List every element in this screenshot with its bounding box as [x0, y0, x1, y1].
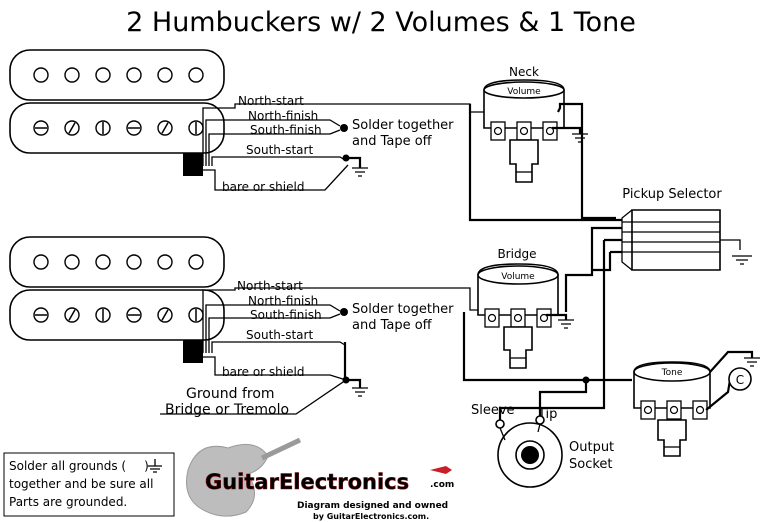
bridge-pot-lugs	[484, 308, 552, 328]
neck-humbucker	[9, 49, 225, 176]
pole-slot	[161, 122, 169, 134]
pole-piece	[126, 67, 142, 83]
bridge-bottom-coil	[9, 289, 225, 341]
pole-piece	[33, 254, 49, 270]
pot-lug-hole	[539, 313, 549, 323]
pole-piece	[95, 67, 111, 83]
pot-lug-hole	[545, 126, 555, 136]
pole-piece	[33, 67, 49, 83]
neck-wires	[202, 103, 492, 191]
capacitor-label: C	[736, 373, 744, 387]
pot-lug-hole	[513, 313, 523, 323]
bridge-solder-note-1: Solder together	[352, 302, 454, 317]
ground-note-box: Solder all grounds () together and be su…	[3, 452, 175, 517]
pot-lug-hole	[519, 126, 529, 136]
bridge-humbucker	[9, 236, 225, 363]
pole-piece	[126, 254, 142, 270]
bridge-south-finish-label: South-finish	[250, 308, 322, 322]
brand-suffix: .com	[430, 480, 454, 490]
pot-lug-hole	[669, 405, 679, 415]
pole-piece	[95, 254, 111, 270]
output-jack: Sleeve Tip Output Socket	[471, 403, 614, 488]
pole-piece	[64, 254, 80, 270]
bridge-north-start-label: North-start	[237, 279, 303, 293]
pole-piece	[188, 254, 204, 270]
bridge-top-coil	[9, 236, 225, 288]
ground-note-2: Bridge or Tremolo	[165, 402, 289, 418]
brand-watermark: GuitarElectronics .com Diagram designed …	[186, 437, 454, 521]
neck-pot-lugs	[490, 121, 558, 141]
neck-solder-note-2: and Tape off	[352, 134, 433, 149]
pot-lug-hole	[493, 126, 503, 136]
brand-line-1: Diagram designed and owned	[297, 501, 448, 511]
note-line-3: Parts are grounded.	[9, 495, 127, 509]
neck-bottom-coil	[9, 102, 225, 154]
brand-arrow-icon	[430, 466, 452, 474]
neck-cable-exit	[183, 153, 203, 176]
pot-lug-hole	[695, 405, 705, 415]
pole-slot	[68, 122, 76, 134]
pole-piece	[188, 67, 204, 83]
selector-label: Pickup Selector	[622, 187, 722, 202]
bridge-pot-name: Volume	[501, 272, 535, 282]
bridge-pot-label: Bridge	[497, 247, 536, 261]
neck-volume-pot: Neck Volume	[483, 65, 588, 183]
neck-north-start-label: North-start	[238, 94, 304, 108]
tone-pot-name: Tone	[661, 368, 683, 378]
note-line-2: together and be sure all	[9, 477, 153, 491]
pot-lug-hole	[643, 405, 653, 415]
tone-pot-lugs	[640, 400, 708, 420]
brand-name: GuitarElectronics	[205, 470, 409, 494]
neck-solder-note-1: Solder together	[352, 118, 454, 133]
output-label-1: Output	[569, 440, 614, 455]
bridge-north-finish-label: North-finish	[248, 294, 318, 308]
signal-wires	[462, 102, 632, 424]
neck-north-finish-label: North-finish	[248, 109, 318, 123]
note-line-1: Solder all grounds ()	[9, 459, 149, 473]
pole-piece	[157, 254, 173, 270]
bridge-bottom-poles	[33, 307, 204, 323]
neck-top-poles	[33, 67, 204, 83]
tone-pot: Tone C	[633, 350, 760, 457]
ground-symbol-icon	[148, 459, 162, 473]
brand-line-2: by GuitarElectronics.com.	[313, 512, 429, 521]
bridge-cable-exit	[183, 340, 203, 363]
pole-slot	[68, 309, 76, 321]
diagram-title: 2 Humbuckers w/ 2 Volumes & 1 Tone	[126, 7, 636, 38]
bridge-volume-pot: Bridge Volume	[477, 247, 574, 369]
neck-south-start-label: South-start	[246, 143, 313, 157]
neck-pot-name: Volume	[507, 87, 541, 97]
pickup-selector: Pickup Selector	[621, 187, 752, 271]
sleeve-label: Sleeve	[471, 403, 515, 418]
bridge-bare-label: bare or shield	[222, 365, 304, 379]
pole-piece	[64, 67, 80, 83]
output-label-2: Socket	[569, 457, 613, 472]
bridge-wires	[160, 287, 486, 415]
neck-pot-label: Neck	[509, 65, 539, 79]
neck-bottom-poles	[33, 120, 204, 136]
pole-slot	[161, 309, 169, 321]
pot-lug-hole	[487, 313, 497, 323]
guitar-silhouette-icon	[186, 443, 269, 517]
neck-south-finish-label: South-finish	[250, 123, 322, 137]
capacitor-symbol	[728, 367, 752, 391]
bridge-south-start-label: South-start	[246, 328, 313, 342]
pole-piece	[157, 67, 173, 83]
neck-bare-label: bare or shield	[222, 180, 304, 194]
ground-note-1: Ground from	[186, 386, 275, 402]
bridge-solder-note-2: and Tape off	[352, 318, 433, 333]
bridge-top-poles	[33, 254, 204, 270]
neck-top-coil	[9, 49, 225, 101]
